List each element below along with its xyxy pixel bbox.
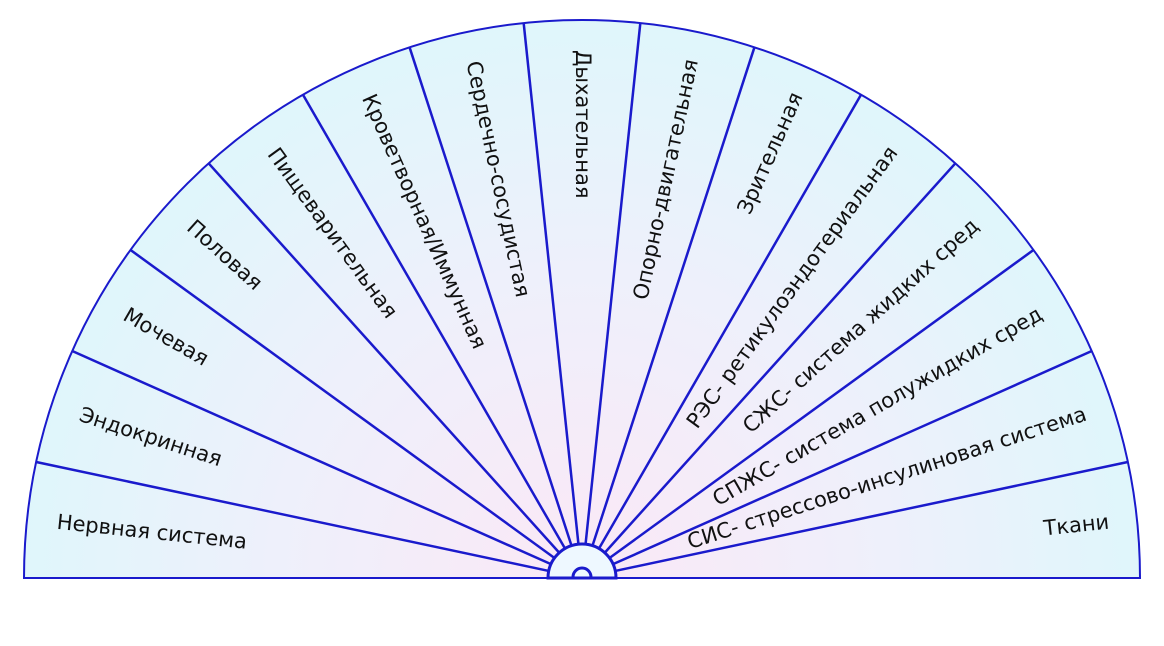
spoke-line	[35, 460, 549, 573]
center-marker	[571, 566, 593, 578]
spoke-line	[608, 249, 1035, 560]
spoke-line	[129, 249, 556, 560]
spoke-line	[603, 162, 957, 554]
spokes-group	[35, 22, 1129, 573]
spoke-line	[615, 460, 1129, 573]
spoke-line	[522, 22, 580, 545]
spoke-line	[597, 94, 863, 550]
spoke-line	[408, 46, 573, 547]
spoke-line	[591, 46, 756, 547]
spoke-line	[71, 349, 552, 566]
fan-background	[22, 19, 1142, 579]
spoke-line	[301, 94, 567, 550]
center-hub	[546, 542, 618, 580]
spoke-line	[207, 162, 561, 554]
spoke-line	[584, 22, 642, 545]
spoke-line	[612, 349, 1093, 566]
segment-label: Дыхательная	[571, 50, 595, 198]
